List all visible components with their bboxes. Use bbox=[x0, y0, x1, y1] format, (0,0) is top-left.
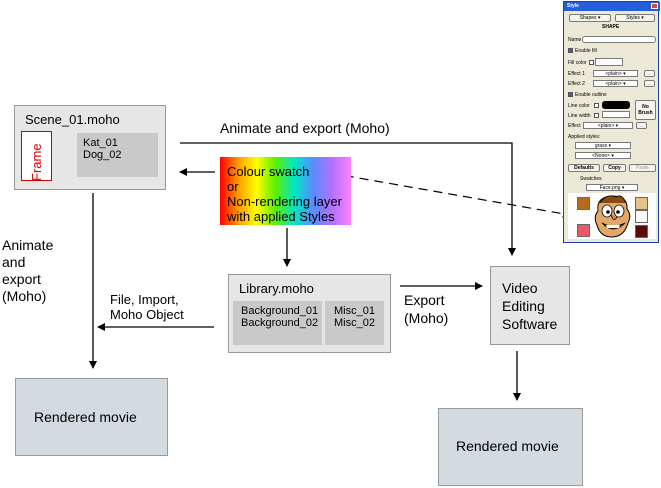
swatch-line2: or bbox=[227, 179, 239, 194]
effect-label: Effect bbox=[568, 123, 581, 129]
rendered-movie-left bbox=[15, 378, 168, 456]
library-bg-1: Background_01 bbox=[241, 305, 319, 317]
line-width-label: Line width bbox=[568, 113, 591, 119]
edge-label-animate-side-2: and bbox=[2, 254, 26, 270]
name-field[interactable] bbox=[582, 36, 656, 43]
fill-color-well[interactable] bbox=[595, 58, 623, 66]
effect2-more-button[interactable]: ... bbox=[644, 80, 655, 87]
name-label: Name bbox=[568, 37, 582, 43]
frame-node bbox=[21, 131, 52, 181]
style-panel: Style Shapes ▾ Styles ▾ SHAPE Name Enabl… bbox=[563, 1, 660, 243]
library-title: Library.moho bbox=[239, 281, 314, 296]
swatch-file-dropdown[interactable]: Face.png ▾ bbox=[586, 184, 638, 191]
swatch-pink[interactable] bbox=[577, 224, 590, 237]
video-line3: Software bbox=[502, 316, 558, 332]
edge-label-file-import-1: File, Import, bbox=[110, 292, 179, 307]
copy-button[interactable]: Copy bbox=[603, 164, 626, 172]
effect1-dropdown[interactable]: <plain> ▾ bbox=[593, 70, 638, 77]
video-editing-node bbox=[490, 266, 570, 345]
swatch-line3: Non-rendering layer bbox=[227, 194, 342, 209]
styles-dropdown[interactable]: Styles ▾ bbox=[615, 14, 655, 22]
colour-swatch-node bbox=[220, 157, 351, 225]
effect-dropdown[interactable]: <plain> ▾ bbox=[583, 122, 633, 129]
no-brush-line1: No bbox=[642, 104, 649, 110]
style2-dropdown[interactable]: <None> ▾ bbox=[575, 152, 631, 159]
styles-dropdown-label: Styles bbox=[626, 15, 640, 21]
swatch-file-value: Face.png bbox=[599, 185, 621, 191]
arrow-swatch-to-stylepanel bbox=[329, 172, 571, 218]
frame-label: Frame bbox=[29, 143, 44, 181]
library-misc-2: Misc_02 bbox=[334, 317, 375, 329]
edge-label-export-1: Export bbox=[404, 292, 445, 308]
paste-button[interactable]: Paste bbox=[629, 164, 656, 172]
shape-section-title: SHAPE bbox=[602, 24, 620, 30]
rendered-movie-right bbox=[438, 408, 583, 486]
library-misc-1: Misc_01 bbox=[334, 305, 375, 317]
layer-kat: Kat_01 bbox=[83, 137, 118, 149]
edge-label-animate-side-1: Animate bbox=[2, 237, 54, 253]
swatch-line1: Colour swatch bbox=[227, 164, 310, 179]
style1-dropdown[interactable]: grass ▾ bbox=[575, 142, 631, 149]
cartoon-face-icon bbox=[594, 195, 631, 238]
edge-label-file-import-2: Moho Object bbox=[110, 307, 184, 322]
swatch-darkred[interactable] bbox=[635, 225, 648, 238]
enable-fill-checkbox[interactable] bbox=[568, 48, 573, 53]
effect2-label: Effect 2 bbox=[568, 81, 585, 87]
rendered-right-label: Rendered movie bbox=[456, 438, 559, 454]
line-color-checkbox[interactable] bbox=[594, 103, 599, 108]
fill-color-swatch[interactable] bbox=[589, 60, 594, 65]
library-bg-2: Background_02 bbox=[241, 317, 319, 329]
effect-more-button[interactable]: ... bbox=[636, 122, 647, 129]
enable-fill-label: Enable fill bbox=[575, 48, 597, 54]
effect-value: <plain> bbox=[597, 123, 615, 129]
enable-outline-label: Enable outline bbox=[575, 92, 607, 98]
swatch-line4: with applied Styles bbox=[227, 209, 335, 224]
shapes-dropdown[interactable]: Shapes ▾ bbox=[569, 14, 611, 22]
arrow-scene-to-video bbox=[180, 142, 516, 256]
style-panel-titlebar bbox=[564, 2, 660, 11]
effect1-more-button[interactable]: ... bbox=[644, 70, 655, 77]
effect2-dropdown[interactable]: <plain> ▾ bbox=[593, 80, 638, 87]
style-panel-title: Style bbox=[567, 3, 579, 9]
layer-dog: Dog_02 bbox=[83, 149, 122, 161]
rendered-left-label: Rendered movie bbox=[34, 409, 137, 425]
fill-color-label: Fill color bbox=[568, 60, 587, 66]
scene-layers bbox=[77, 133, 158, 177]
line-width-checkbox[interactable] bbox=[594, 113, 599, 118]
library-backgrounds bbox=[233, 301, 322, 345]
swatches-label: Swatches bbox=[580, 176, 602, 182]
effect2-value: <plain> bbox=[605, 81, 622, 87]
swatch-image[interactable] bbox=[568, 193, 656, 239]
edge-label-animate-export: Animate and export (Moho) bbox=[220, 120, 390, 136]
shapes-dropdown-label: Shapes bbox=[579, 15, 597, 21]
swatch-brown[interactable] bbox=[577, 197, 590, 210]
swatch-white[interactable] bbox=[635, 210, 648, 223]
edge-label-export-2: (Moho) bbox=[404, 310, 449, 326]
edge-label-animate-side-4: (Moho) bbox=[2, 288, 47, 304]
applied-styles-label: Applied styles: bbox=[568, 134, 601, 140]
effect1-value: <plain> bbox=[605, 71, 622, 77]
enable-outline-checkbox[interactable] bbox=[568, 92, 573, 97]
style2-value: <None> bbox=[592, 153, 610, 159]
edge-label-animate-side-3: export bbox=[2, 271, 41, 287]
style1-value: grass bbox=[594, 143, 608, 149]
close-icon[interactable] bbox=[651, 3, 658, 9]
swatch-tan[interactable] bbox=[635, 197, 648, 210]
line-color-well[interactable] bbox=[602, 101, 630, 109]
no-brush-button[interactable]: No Brush bbox=[635, 100, 656, 120]
effect1-label: Effect 1 bbox=[568, 71, 585, 77]
no-brush-line2: Brush bbox=[638, 110, 653, 116]
defaults-button[interactable]: Defaults bbox=[568, 164, 600, 172]
video-line2: Editing bbox=[502, 298, 545, 314]
library-misc bbox=[325, 301, 384, 345]
scene-title: Scene_01.moho bbox=[25, 112, 120, 127]
video-line1: Video bbox=[502, 280, 538, 296]
line-width-field[interactable] bbox=[602, 111, 630, 118]
line-color-label: Line color bbox=[568, 103, 590, 109]
